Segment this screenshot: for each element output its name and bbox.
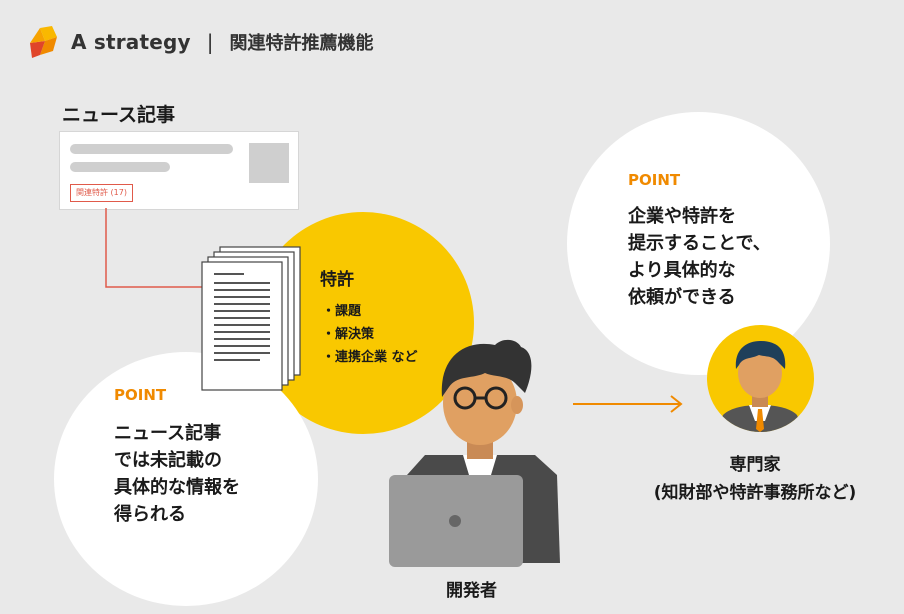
point-right-label: POINT xyxy=(628,171,680,189)
expert-avatar xyxy=(707,325,814,432)
patent-documents-icon xyxy=(200,243,310,393)
tag-to-patent-connector xyxy=(106,208,212,287)
developer-illustration xyxy=(385,335,580,570)
expert-subtitle: (知財部や特許事務所など) xyxy=(630,479,880,507)
patent-item: ・課題 xyxy=(322,300,418,323)
expert-person-icon xyxy=(707,325,814,432)
expert-title: 専門家 xyxy=(630,451,880,479)
patent-title: 特許 xyxy=(320,265,354,290)
point-left-text: ニュース記事 では未記載の 具体的な情報を 得られる xyxy=(114,420,240,528)
point-left-label: POINT xyxy=(114,386,166,404)
point-right-text: 企業や特許を 提示することで、 より具体的な 依頼ができる xyxy=(628,203,771,311)
expert-label: 専門家 (知財部や特許事務所など) xyxy=(630,451,880,507)
developer-label: 開発者 xyxy=(446,576,497,601)
